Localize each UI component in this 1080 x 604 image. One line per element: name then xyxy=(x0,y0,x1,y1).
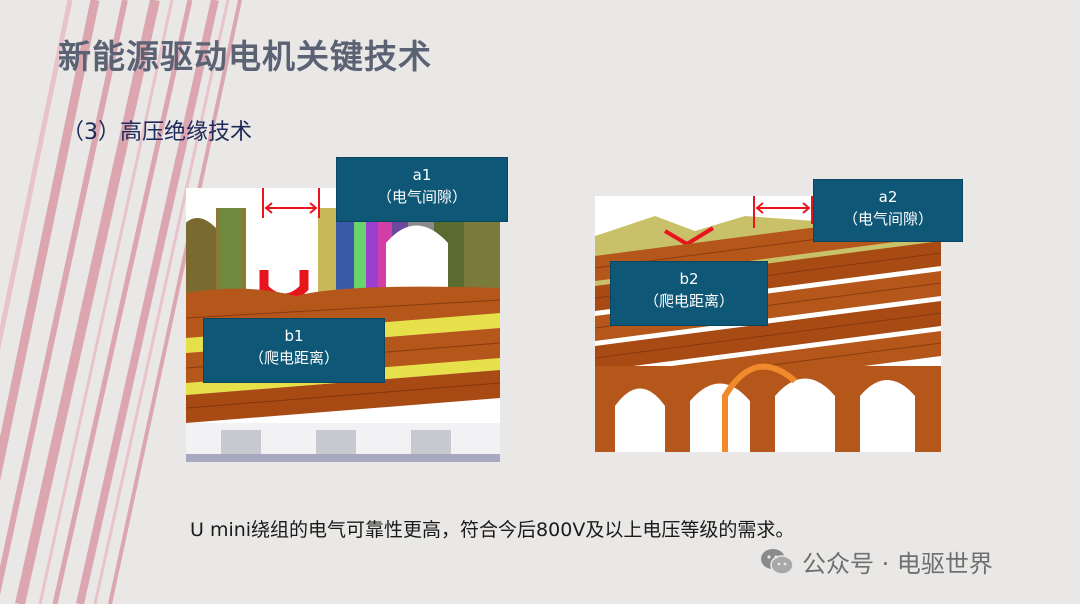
callout-a1-id: a1 xyxy=(412,166,432,184)
callout-a1-desc: （电气间隙） xyxy=(376,188,467,206)
callout-b1-id: b1 xyxy=(284,327,304,345)
callout-b2: b2 （爬电距离） xyxy=(610,261,768,326)
callout-b1-desc: （爬电距离） xyxy=(248,349,339,367)
slide-caption: U mini绕组的电气可靠性更高，符合今后800V及以上电压等级的需求。 xyxy=(190,519,795,541)
wechat-icon xyxy=(761,548,794,575)
callout-a2: a2 （电气间隙） xyxy=(813,179,963,242)
callout-a1: a1 （电气间隙） xyxy=(336,157,508,222)
slide-title: 新能源驱动电机关键技术 xyxy=(58,37,432,76)
callout-a2-desc: （电气间隙） xyxy=(842,210,933,228)
watermark-text: 公众号 · 电驱世界 xyxy=(802,550,993,578)
callout-b1: b1 （爬电距离） xyxy=(203,318,385,383)
callout-b2-desc: （爬电距离） xyxy=(643,292,734,310)
decorative-stripes xyxy=(0,0,242,604)
watermark: 公众号 · 电驱世界 xyxy=(760,544,993,579)
callout-a2-id: a2 xyxy=(878,188,898,206)
slide-subtitle: （3）高压绝缘技术 xyxy=(62,120,252,145)
callout-b2-id: b2 xyxy=(679,270,699,288)
